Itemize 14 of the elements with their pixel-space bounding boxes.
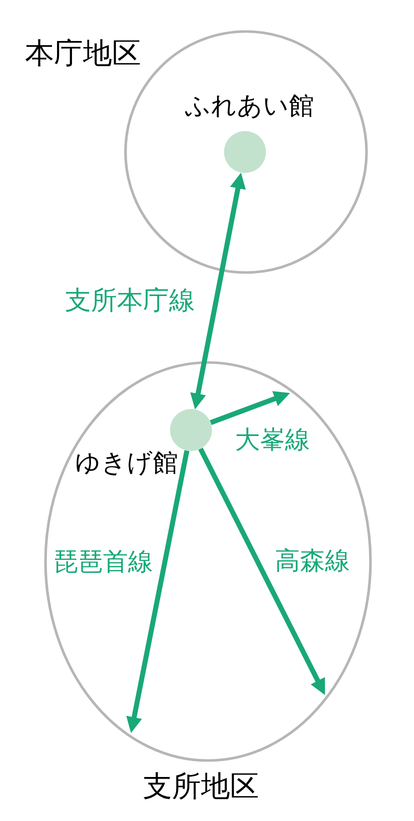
double-headed-arrow xyxy=(190,172,246,410)
edge-label: 高森線 xyxy=(275,548,350,573)
dot-icon xyxy=(170,409,212,451)
area-label: 本庁地区 xyxy=(25,39,141,68)
edge-label: 支所本庁線 xyxy=(65,288,195,314)
edge-label: 大峯線 xyxy=(235,427,310,452)
area-label: 支所地区 xyxy=(143,772,259,801)
edge-label: 琵琶首線 xyxy=(53,549,153,574)
arrow xyxy=(198,448,328,696)
facility-label: ふれあい館 xyxy=(185,93,314,118)
arrow xyxy=(210,390,291,425)
facility-label: ゆきげ館 xyxy=(75,450,178,475)
arrow xyxy=(126,450,190,734)
dot-icon xyxy=(224,131,266,173)
